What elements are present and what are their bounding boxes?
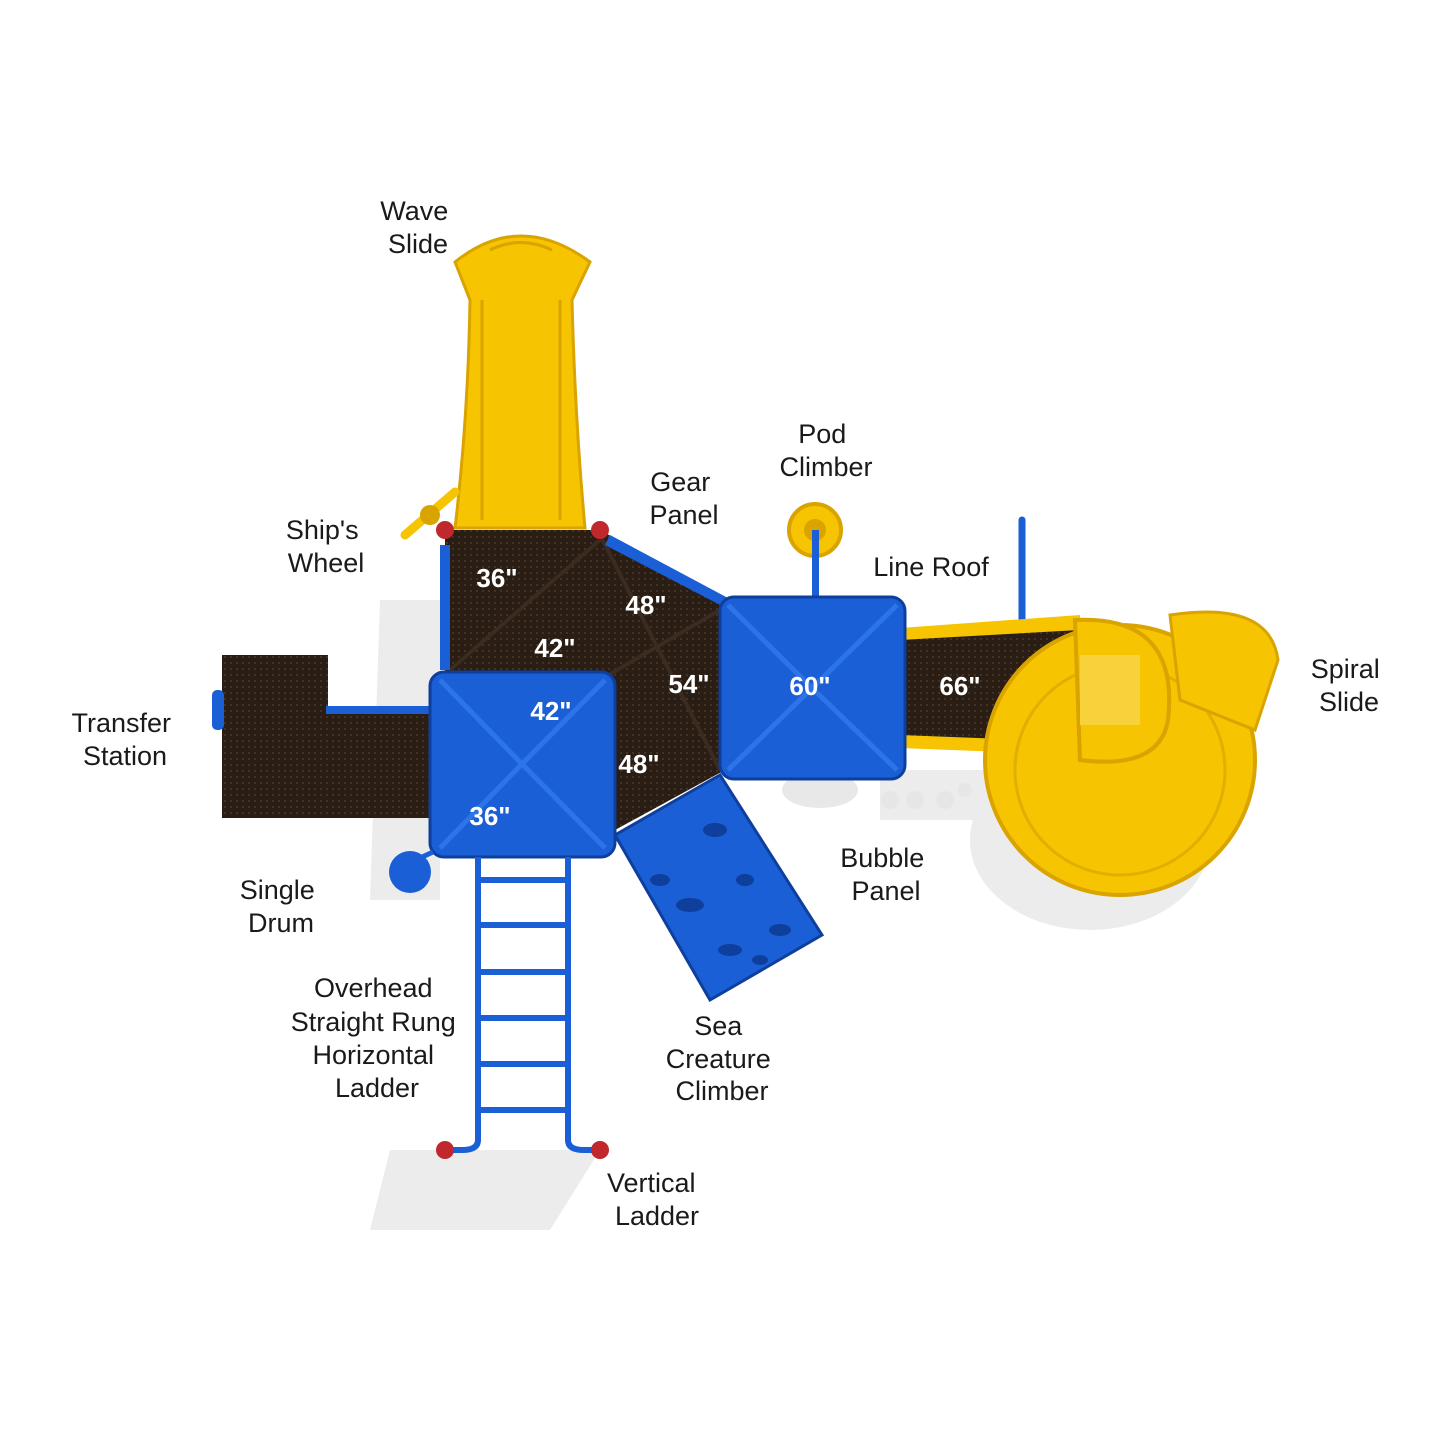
height-36-top: 36": [476, 563, 517, 593]
single-drum: [389, 849, 435, 893]
label-sea-creature-climber: Sea Creature Climber: [666, 1011, 779, 1106]
height-42-roof: 42": [530, 696, 571, 726]
label-spiral-slide: Spiral Slide: [1311, 654, 1388, 717]
label-bubble-panel: Bubble Panel: [840, 843, 932, 906]
height-66: 66": [939, 671, 980, 701]
ships-wheel: [400, 487, 460, 540]
roof-42: [428, 670, 617, 859]
label-transfer-station: Transfer Station: [71, 708, 178, 771]
roof-60: [718, 595, 907, 781]
overhead-ladder: [445, 857, 600, 1153]
height-60: 60": [789, 671, 830, 701]
label-overhead-ladder: Overhead Straight Rung Horizontal Ladder: [291, 973, 464, 1103]
height-36-roof: 36": [469, 801, 510, 831]
bubble-panel: [782, 772, 972, 809]
label-wave-slide: Wave Slide: [380, 196, 456, 259]
label-single-drum: Single Drum: [240, 875, 323, 938]
wave-slide: [453, 234, 592, 530]
component-labels: Wave Slide Ship's Wheel Gear Panel Pod C…: [71, 196, 1388, 1231]
height-48-top: 48": [625, 590, 666, 620]
label-pod-climber: Pod Climber: [779, 419, 872, 482]
main-deck: [436, 521, 728, 830]
label-ships-wheel: Ship's Wheel: [286, 515, 366, 578]
spiral-slide: [983, 610, 1280, 897]
vertical-ladder: [436, 1141, 609, 1159]
deck-heights: 36" 42" 48" 54" 60" 66" 42" 48" 36": [469, 563, 980, 831]
label-gear-panel: Gear Panel: [649, 467, 718, 530]
pod-climber: [787, 502, 843, 600]
transfer-station: [212, 655, 434, 818]
height-48-bottom: 48": [618, 749, 659, 779]
label-line-roof: Line Roof: [873, 552, 989, 582]
height-54: 54": [668, 669, 709, 699]
label-vertical-ladder: Vertical Ladder: [607, 1168, 703, 1231]
sea-creature-climber: [612, 772, 825, 1003]
height-42-mid: 42": [534, 633, 575, 663]
